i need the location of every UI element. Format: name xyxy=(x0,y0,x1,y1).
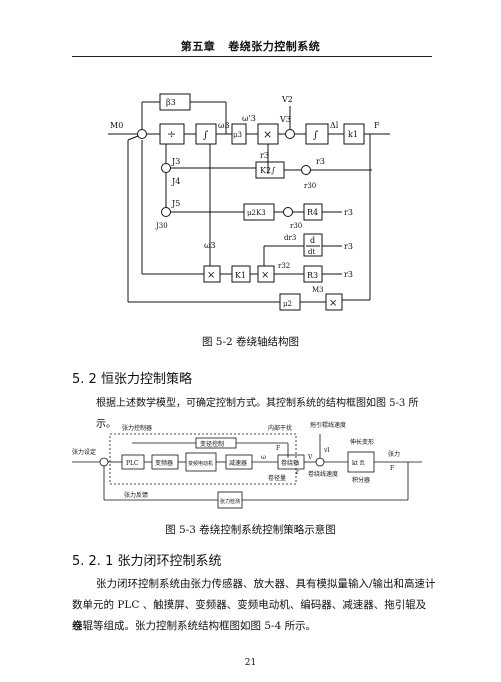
j5-label: J5 xyxy=(171,199,180,208)
integrator-symbol: ∫ xyxy=(203,130,208,141)
tension-sensor-label: 张力检测 xyxy=(220,498,240,505)
r3-label-b: r3 xyxy=(316,157,325,166)
page-number: 21 xyxy=(244,658,257,668)
r3sq-label: r32 xyxy=(278,262,290,270)
vl-label: vl xyxy=(323,447,329,454)
beta3-label: β3 xyxy=(166,98,176,107)
plc-label: PLC xyxy=(126,460,139,467)
r30-label-b: r30 xyxy=(290,222,302,230)
sum-junction-j3 xyxy=(161,163,171,173)
j4-label: J4 xyxy=(171,177,180,186)
r3-label-a: r3 xyxy=(260,151,269,160)
k2-label: K2∫ xyxy=(260,166,276,175)
v-label: V xyxy=(307,454,313,461)
multiply-block-4 xyxy=(325,293,343,311)
K1-label: K1 xyxy=(235,271,246,280)
speed-sum-junction xyxy=(315,457,325,467)
j3-label: J3 xyxy=(171,157,180,166)
omega3-label: ω3 xyxy=(218,121,230,130)
section-5-2-1-line3: 绕辊等组成。张力控制系统结构框图如图 5-4 所示。 xyxy=(72,620,317,632)
k1-label: k1 xyxy=(348,130,358,139)
internal-disturbance-label: 内部干扰 xyxy=(268,424,292,432)
tension-out-label: 张力 xyxy=(388,450,400,458)
section-5-2-heading: 5. 2 恒张力控制策略 xyxy=(72,372,192,387)
multiply-symbol-1: × xyxy=(263,128,272,141)
dr3-label: dr3 xyxy=(284,234,296,242)
setpoint-sum-junction xyxy=(99,457,109,467)
controller-frame xyxy=(109,433,297,485)
figure-5-2-diagram: β3 M0 ÷ ∫ ω3 μ3 ω'3 × V3 V2 ∫ Δl k1 F r3… xyxy=(108,93,390,311)
sum-junction-2 xyxy=(285,129,295,139)
dt-label: dt xyxy=(308,248,315,256)
multiply-symbol-2: × xyxy=(207,270,215,281)
integrator-label: 积分器 xyxy=(352,476,370,484)
mu2-label: μ2 xyxy=(283,300,292,308)
R3-label: R3 xyxy=(307,271,318,280)
f-label-top: F xyxy=(276,445,280,452)
header-rule xyxy=(72,56,432,57)
j30-label: J30 xyxy=(155,222,168,230)
multiply-symbol-3: × xyxy=(261,270,269,281)
kt-ft-label: kt ft xyxy=(352,460,365,467)
winding-speed-label: 卷绕线速度 xyxy=(308,470,338,478)
mu3-label: μ3 xyxy=(233,131,242,139)
f-output-label: F xyxy=(374,121,380,130)
section-5-2-1-line2: 数单元的 PLC 、触摸屏、变频器、变频电动机、编码器、减速器、拖引辊及卷 xyxy=(72,599,427,632)
figure-5-3-diagram: 张力控制器 内部干扰 拖引辊线速度 伸长变形 变径控制 F 张力设定 PLC 变… xyxy=(72,421,422,509)
figure-5-3-caption: 图 5-3 卷绕控制系统控制策略示意图 xyxy=(165,524,336,536)
divide-symbol: ÷ xyxy=(167,128,176,141)
r-label: r xyxy=(296,469,299,476)
sum-junction-1 xyxy=(137,129,147,139)
tension-feedback-label: 张力反馈 xyxy=(124,491,148,499)
page-header: 第五章 卷绕张力控制系统 xyxy=(0,38,501,54)
omega-label: ω xyxy=(261,454,266,461)
input-label: M0 xyxy=(110,121,123,130)
omega3p-label: ω'3 xyxy=(242,114,256,123)
vf-motor-label: 变频电动机 xyxy=(188,460,213,467)
section-5-2-1-line1: 张力闭环控制系统由张力传感器、放大器、具有模拟量输入/输出和高速计 xyxy=(96,578,436,590)
r30-label-a: r30 xyxy=(304,182,316,190)
delta-l-label: Δl xyxy=(330,121,339,130)
elongation-label: 伸长变形 xyxy=(350,438,374,446)
winding-shaft-label: 卷绕轴 xyxy=(281,459,299,467)
sum-junction-j5 xyxy=(161,207,171,217)
section-5-2-paragraph: 根据上述数学模型，可确定控制方式。其控制系统的结构框图如图 5-3 所示。 xyxy=(96,398,419,430)
winding-diameter-label: 卷径量 xyxy=(268,474,286,482)
sum-junction-r4 xyxy=(283,207,293,217)
r3-label-c: r3 xyxy=(344,208,353,217)
d-dt-block xyxy=(303,233,323,257)
header-chapter: 第五章 xyxy=(180,40,216,53)
tension-controller-label: 张力控制器 xyxy=(122,424,152,432)
M3-label: M3 xyxy=(312,286,324,294)
f-out-label: F xyxy=(390,465,394,472)
inverter-label: 变频器 xyxy=(155,459,173,467)
v3-label: V3 xyxy=(279,115,291,124)
section-5-2-1-heading: 5. 2. 1 张力闭环控制系统 xyxy=(72,554,222,569)
r3-label-d: r3 xyxy=(344,242,353,251)
mu2k3-label: μ2K3 xyxy=(247,209,266,217)
multiply-symbol-4: × xyxy=(329,298,337,309)
sum-junction-3 xyxy=(301,165,311,175)
reducer-label: 减速器 xyxy=(229,459,247,467)
figure-5-2-caption: 图 5-2 卷绕轴结构图 xyxy=(201,336,300,348)
r3-label-e: r3 xyxy=(344,270,353,279)
header-title: 卷绕张力控制系统 xyxy=(228,40,321,53)
variable-control-label: 变径控制 xyxy=(200,440,224,448)
definite-integral-symbol: ∫ xyxy=(313,130,318,141)
v2-label: V2 xyxy=(281,95,293,104)
pull-roll-speed-label: 拖引辊线速度 xyxy=(310,421,346,429)
d-label: d xyxy=(310,236,315,245)
r4-label: R4 xyxy=(307,208,318,217)
tension-setpoint-label: 张力设定 xyxy=(72,448,96,456)
